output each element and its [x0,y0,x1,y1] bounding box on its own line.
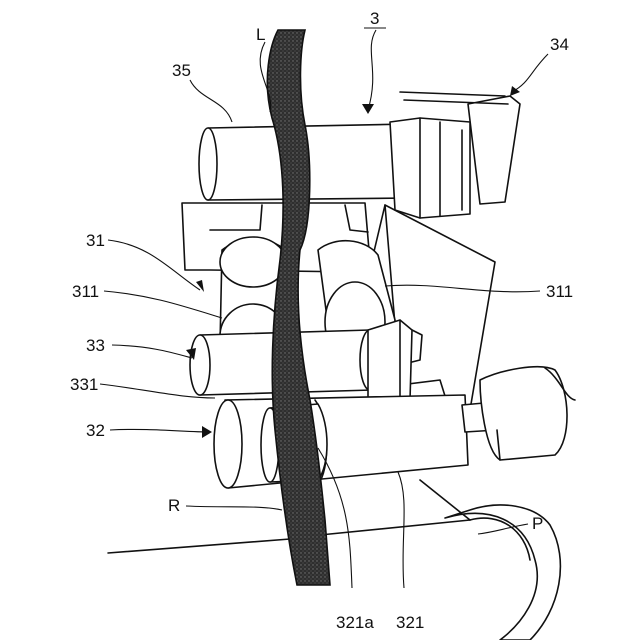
motor [462,367,575,460]
label-311-right: 311 [546,282,573,301]
label-assembly-3: 3 [370,9,379,28]
label-32: 32 [86,421,105,440]
label-p: P [532,514,543,533]
label-33: 33 [86,336,105,355]
label-r: R [168,496,180,515]
end-block [390,118,470,218]
label-l: L [256,25,265,44]
label-321: 321 [396,613,424,632]
label-34: 34 [550,35,569,54]
belt [267,30,330,585]
label-311-left: 311 [72,282,99,301]
roller-32 [214,395,468,488]
label-31: 31 [86,231,105,250]
label-321a: 321a [336,613,374,632]
label-331: 331 [70,375,98,394]
label-35: 35 [172,61,191,80]
